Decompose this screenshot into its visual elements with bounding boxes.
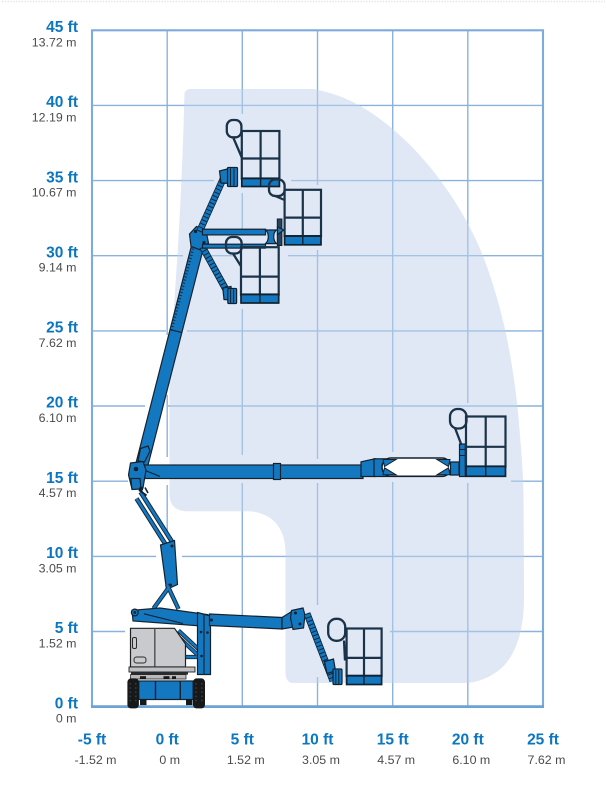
svg-text:0 ft: 0 ft	[55, 695, 78, 712]
svg-text:7.62 m: 7.62 m	[528, 753, 566, 767]
svg-text:45 ft: 45 ft	[46, 19, 78, 36]
svg-text:1.52 m: 1.52 m	[39, 637, 77, 651]
svg-text:10.67 m: 10.67 m	[32, 186, 77, 200]
svg-text:10 ft: 10 ft	[46, 545, 78, 562]
svg-text:30 ft: 30 ft	[46, 244, 78, 261]
svg-text:-5 ft: -5 ft	[78, 732, 106, 749]
svg-text:4.57 m: 4.57 m	[39, 486, 77, 500]
svg-text:20 ft: 20 ft	[452, 732, 484, 749]
svg-text:40 ft: 40 ft	[46, 94, 78, 111]
svg-text:12.19 m: 12.19 m	[32, 110, 77, 124]
svg-text:35 ft: 35 ft	[46, 169, 78, 186]
svg-text:5 ft: 5 ft	[55, 620, 78, 637]
svg-text:15 ft: 15 ft	[377, 732, 409, 749]
svg-text:9.14 m: 9.14 m	[39, 261, 77, 275]
svg-text:0 m: 0 m	[56, 712, 77, 726]
svg-text:13.72 m: 13.72 m	[32, 35, 77, 49]
svg-text:5 ft: 5 ft	[231, 732, 254, 749]
svg-text:15 ft: 15 ft	[46, 470, 78, 487]
svg-text:25 ft: 25 ft	[46, 320, 78, 337]
svg-text:-1.52 m: -1.52 m	[74, 753, 116, 767]
svg-text:1.52 m: 1.52 m	[227, 753, 265, 767]
svg-text:6.10 m: 6.10 m	[39, 411, 77, 425]
svg-text:3.05 m: 3.05 m	[39, 561, 77, 575]
svg-text:4.57 m: 4.57 m	[377, 753, 415, 767]
svg-text:0 m: 0 m	[159, 753, 180, 767]
svg-text:10 ft: 10 ft	[302, 732, 334, 749]
svg-text:0 ft: 0 ft	[156, 732, 179, 749]
svg-text:6.10 m: 6.10 m	[452, 753, 490, 767]
svg-text:7.62 m: 7.62 m	[39, 336, 77, 350]
svg-text:25 ft: 25 ft	[527, 732, 559, 749]
svg-text:20 ft: 20 ft	[46, 395, 78, 412]
svg-text:3.05 m: 3.05 m	[302, 753, 340, 767]
